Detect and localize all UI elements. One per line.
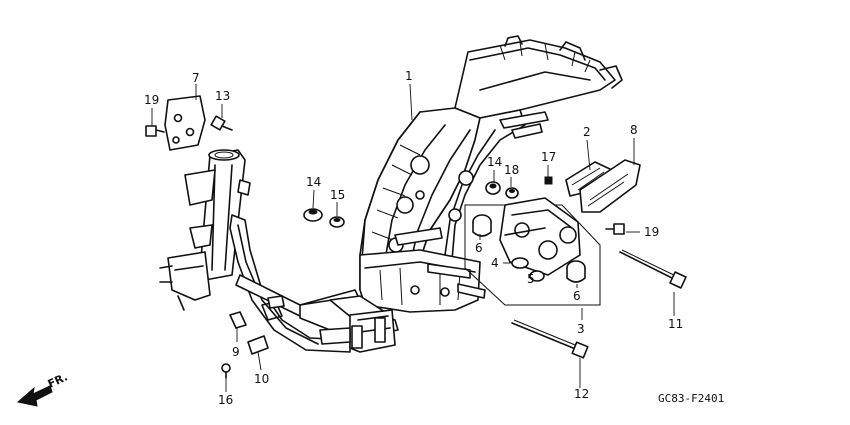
callout-19-right: 19: [644, 225, 659, 239]
part-3-engine-hanger: [464, 197, 601, 306]
part-13-bolt: [210, 115, 233, 131]
part-4-nut: [511, 257, 529, 269]
callout-3: 3: [577, 322, 585, 336]
callout-16: 16: [218, 393, 233, 407]
part-7-bracket-plate: [164, 95, 206, 151]
callout-19-left: 19: [144, 93, 159, 107]
part-10-clip: [247, 335, 269, 355]
part-11-long-bolt: [619, 249, 687, 289]
callout-12: 12: [574, 387, 589, 401]
part-14-grommet-right: [485, 181, 501, 195]
callout-11: 11: [668, 317, 683, 331]
arrow-icon: [16, 385, 53, 407]
callout-1: 1: [405, 69, 413, 83]
part-8-cover: [579, 159, 641, 213]
callout-2: 2: [583, 125, 591, 139]
callout-4: 4: [491, 256, 499, 270]
callout-18: 18: [504, 163, 519, 177]
part-19-bolt-right: [605, 223, 625, 235]
part-6-bushing-left: [472, 214, 492, 237]
callout-15: 15: [330, 188, 345, 202]
part-16-screw: [221, 363, 231, 379]
main-frame-body: [359, 35, 623, 313]
callout-6-right: 6: [573, 289, 581, 303]
callout-5: 5: [527, 272, 535, 286]
part-6-bushing-right: [566, 260, 586, 283]
callout-14-right: 14: [487, 155, 502, 169]
callout-6-left: 6: [475, 241, 483, 255]
callout-8: 8: [630, 123, 638, 137]
callout-10: 10: [254, 372, 269, 386]
front-label: FR.: [46, 370, 70, 390]
callout-14-left: 14: [306, 175, 321, 189]
part-17-bolt: [544, 176, 553, 185]
leader-lines: [151, 83, 675, 392]
part-9-clip: [229, 311, 247, 329]
callout-17: 17: [541, 150, 556, 164]
front-frame-tube: [159, 149, 399, 353]
callout-7: 7: [192, 71, 200, 85]
part-12-long-bolt: [511, 319, 589, 359]
callout-9: 9: [232, 345, 240, 359]
part-18-collar: [505, 187, 519, 199]
part-14-grommet-left: [303, 208, 323, 222]
part-5-collar: [529, 270, 545, 282]
part-15-collar: [329, 216, 345, 228]
part-19-bolt-left: [145, 125, 165, 137]
drawing-code: GC83-F2401: [658, 392, 724, 405]
callout-13: 13: [215, 89, 230, 103]
callout-labels: 1 2 3 4 5 6 6 7 8 9 10 11 12 13 14 14 15…: [144, 69, 683, 407]
front-direction-arrow: FR.: [16, 370, 70, 407]
